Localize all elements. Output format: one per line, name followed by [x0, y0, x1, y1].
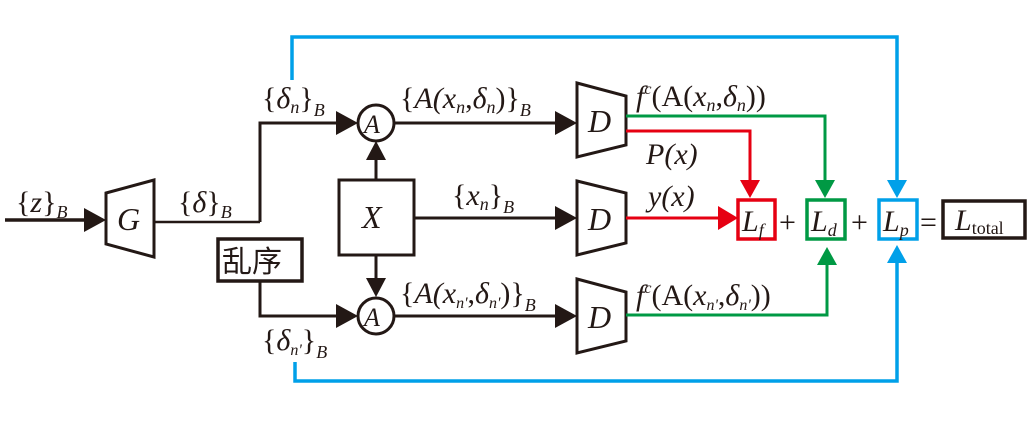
disc-mid-block — [575, 179, 628, 257]
z-input-arrowhead — [84, 208, 106, 232]
branch-top-line — [258, 121, 340, 222]
label-delta-n-prime: {δn'}B — [262, 324, 327, 362]
loss-p-label: Lp — [882, 205, 909, 240]
input-x-label: X — [360, 199, 383, 235]
loss-total-label: Ltotal — [954, 204, 1004, 238]
green-line-bottom — [626, 262, 829, 317]
red-arrowhead-top — [740, 180, 760, 198]
label-f-bottom: fc(A(xn',δn')) — [636, 279, 771, 314]
branch-top-arrowhead — [336, 111, 358, 135]
label-delta-n: {δn}B — [262, 82, 325, 120]
label-x-n: {xn}B — [452, 179, 514, 217]
x-to-augment-bottom-arrowhead — [366, 278, 386, 297]
label-y-x: y(x) — [645, 180, 695, 213]
disc-bottom-block — [575, 277, 628, 355]
blue-loop-bottom — [293, 260, 899, 383]
branch-bottom-line — [258, 280, 340, 318]
branch-bottom-arrowhead — [336, 304, 358, 328]
generator-label: G — [117, 201, 140, 237]
label-delta: {δ}B — [178, 186, 232, 222]
loss-d-block — [805, 198, 847, 241]
loss-p-block — [877, 198, 919, 241]
label-z-input: {z}B — [16, 186, 68, 222]
augment-bottom-label: A — [362, 303, 380, 332]
augment-bottom-to-disc-arrowhead — [555, 304, 577, 328]
x-to-disc-mid-arrowhead — [555, 206, 577, 230]
green-arrowhead-top — [815, 180, 835, 198]
disc-mid-label: D — [587, 201, 611, 237]
label-aug-top: {A(xn,δn)}B — [400, 82, 531, 120]
augment-top-to-disc-arrowhead — [555, 111, 577, 135]
loss-f-label: Lf — [741, 205, 767, 240]
loss-total-block — [941, 199, 1027, 240]
augment-top-label: A — [362, 110, 380, 139]
operator-plus-2: + — [851, 206, 868, 239]
blue-arrowhead-bottom — [887, 245, 907, 263]
red-arrowhead-mid — [718, 206, 738, 230]
operator-plus-1: + — [779, 206, 796, 239]
disc-top-label: D — [587, 103, 611, 139]
green-line-top — [626, 114, 827, 185]
red-line-top — [626, 129, 752, 185]
label-f-top: fc(A(xn,δn)) — [636, 80, 766, 115]
label-aug-bottom: {A(xn',δn')}B — [400, 277, 536, 315]
operator-equals: = — [920, 206, 937, 239]
green-arrowhead-bottom — [817, 247, 837, 265]
disc-bottom-label: D — [587, 299, 611, 335]
generator-block — [104, 178, 156, 259]
disc-top-block — [575, 81, 628, 159]
shuffle-block — [216, 237, 304, 283]
loss-f-block — [736, 198, 777, 241]
blue-arrowhead-top — [887, 180, 907, 198]
label-p-x: P(x) — [645, 138, 698, 171]
blue-loop-top — [290, 35, 899, 185]
shuffle-label: 乱序 — [222, 245, 282, 280]
x-to-augment-top-arrowhead — [366, 141, 386, 160]
loss-d-label: Ld — [810, 205, 838, 240]
